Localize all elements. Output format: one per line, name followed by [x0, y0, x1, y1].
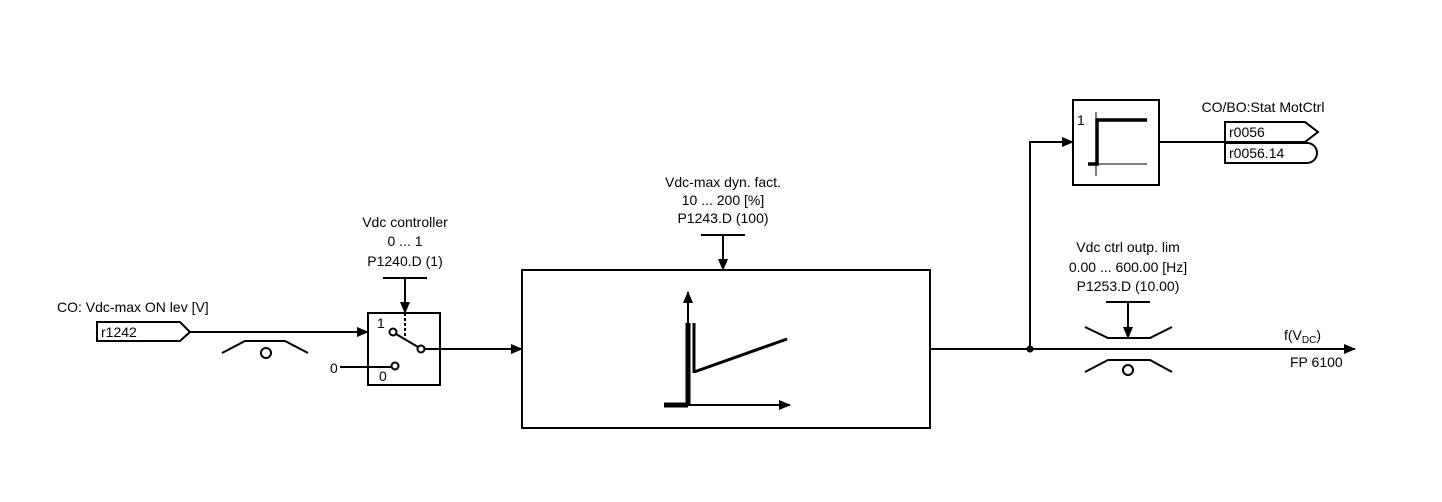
input-connector-label: r1242 [101, 324, 137, 340]
vdc-controller-block [521, 269, 931, 429]
input-label: CO: Vdc-max ON lev [V] [57, 299, 209, 315]
status-connector-word-label: r0056 [1229, 124, 1265, 140]
output-signal-label: f(VDC) [1284, 327, 1321, 346]
switch-title: Vdc controller [362, 214, 448, 230]
switch-param[interactable]: P1240.D (1) [367, 253, 442, 269]
input-connector-r1242[interactable]: r1242 [96, 321, 192, 342]
limiter-param[interactable]: P1253.D (10.00) [1077, 278, 1180, 294]
status-output-title: CO/BO:Stat MotCtrl [1202, 99, 1325, 115]
limiter-title: Vdc ctrl outp. lim [1076, 239, 1179, 255]
switch-const-zero: 0 [330, 360, 338, 376]
dyn-factor-title: Vdc-max dyn. fact. [665, 174, 781, 190]
status-connector-r0056-14[interactable]: r0056.14 [1224, 142, 1318, 164]
output-page-ref[interactable]: FP 6100 [1290, 354, 1343, 370]
branch-line-to-step [1029, 137, 1074, 349]
status-connector-r0056[interactable]: r0056 [1224, 121, 1320, 143]
switch-pos0-label: 0 [379, 368, 387, 384]
switch-range: 0 ... 1 [387, 233, 422, 249]
switch-pos1-label: 1 [377, 315, 385, 331]
dyn-factor-range: 10 ... 200 [%] [682, 192, 765, 208]
limiter-range: 0.00 ... 600.00 [Hz] [1069, 259, 1187, 275]
delay-symbol-input [221, 340, 309, 359]
step-level-label: 1 [1077, 112, 1085, 128]
characteristic-graph-icon [664, 291, 791, 410]
step-block: 1 [1072, 99, 1160, 186]
dyn-factor-param[interactable]: P1243.D (100) [677, 210, 768, 226]
status-connector-bit-label: r0056.14 [1229, 145, 1284, 161]
limiter-symbol [1084, 326, 1173, 376]
